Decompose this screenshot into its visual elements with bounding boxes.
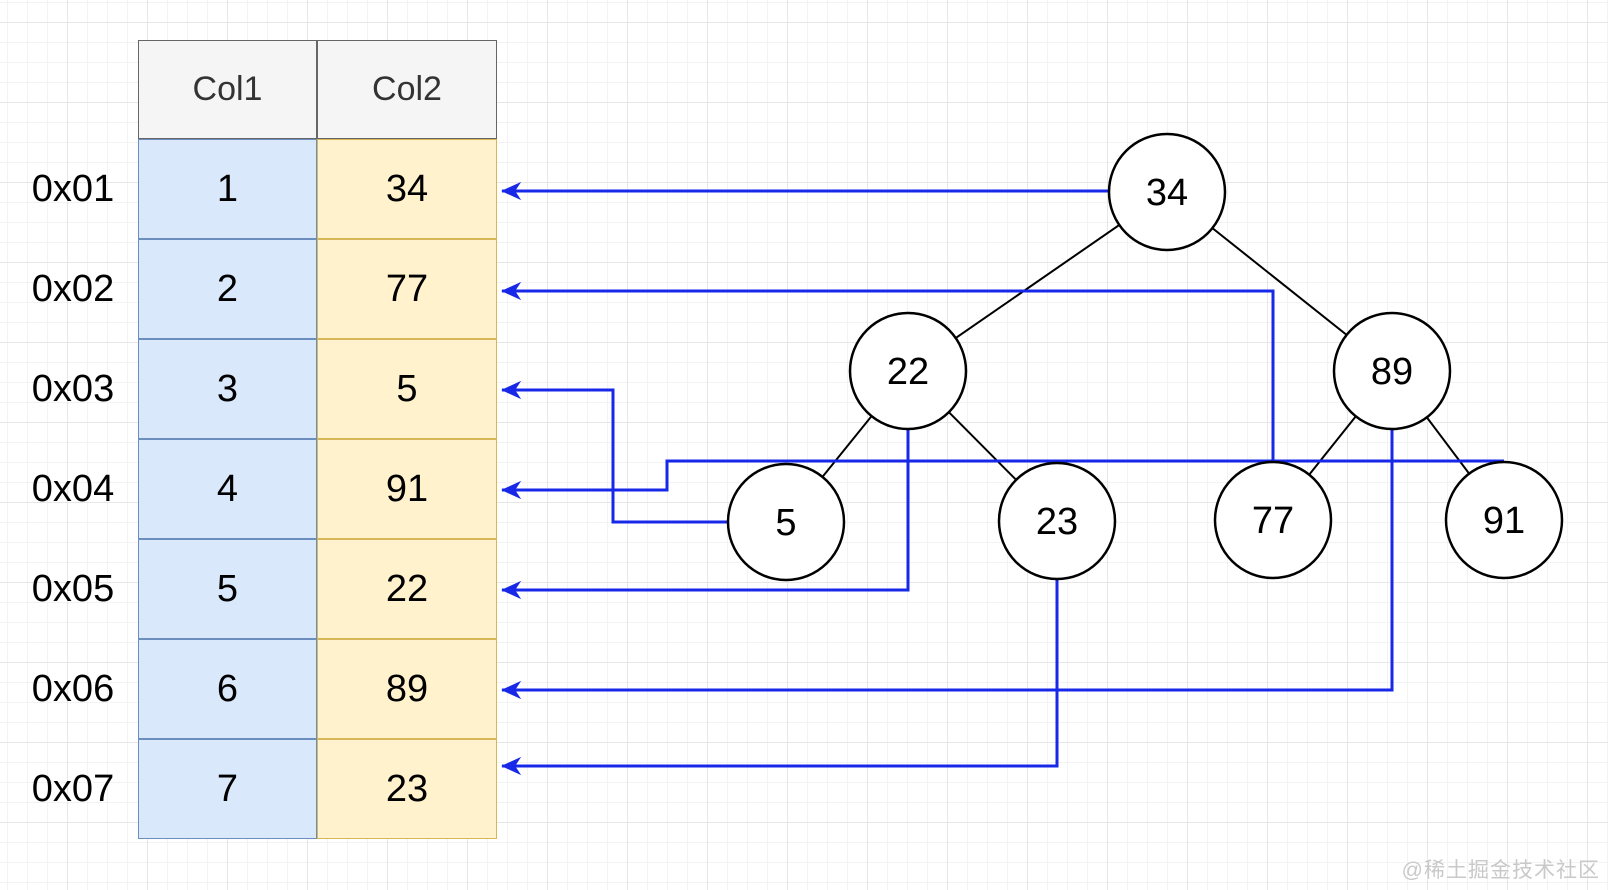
- arrow-77-to-0x02: [501, 281, 1275, 460]
- tree-node-5: [726, 462, 846, 582]
- column-header-col1: Col1: [138, 40, 317, 139]
- row-address-label: 0x01: [31, 168, 115, 210]
- table-cell-index: 4: [138, 439, 317, 539]
- table-cell-value: 22: [317, 539, 497, 639]
- tree-node-label: 23: [1036, 501, 1078, 543]
- tree-node-label: 77: [1252, 500, 1294, 542]
- tree-node-label: 5: [775, 502, 796, 544]
- tree-node-label: 91: [1483, 500, 1525, 542]
- table-cell-value: 34: [317, 139, 497, 239]
- row-address-label: 0x03: [31, 368, 115, 410]
- tree-node-77: [1213, 460, 1333, 580]
- table-cell-value: 89: [317, 639, 497, 739]
- tree-node-22: [848, 311, 968, 431]
- arrow-22-to-0x05: [501, 429, 910, 600]
- row-address-label: 0x04: [31, 468, 115, 510]
- table-cell-index: 2: [138, 239, 317, 339]
- tree-node-34: [1107, 132, 1227, 252]
- node-to-row-arrows: [501, 181, 1504, 776]
- tree-node-89: [1332, 311, 1452, 431]
- tree-node-23: [997, 461, 1117, 581]
- table-cell-value: 91: [317, 439, 497, 539]
- row-address-label: 0x06: [31, 668, 115, 710]
- table-cell-index: 3: [138, 339, 317, 439]
- table-cell-index: 5: [138, 539, 317, 639]
- arrow-89-to-0x06: [501, 429, 1394, 700]
- tree-node-91: [1444, 460, 1564, 580]
- tree-node-label: 89: [1371, 351, 1413, 393]
- table-cell-value: 5: [317, 339, 497, 439]
- table-cell-index: 6: [138, 639, 317, 739]
- array-table: Col1 Col2 1 34 2 77 3 5 4 91 5 22 6 89 7…: [138, 40, 497, 839]
- tree-node-label: 22: [887, 351, 929, 393]
- row-address-label: 0x07: [31, 768, 115, 810]
- tree-node-label: 34: [1146, 172, 1188, 214]
- tree-nodes: 34 22 89 5 23 77 91: [726, 132, 1564, 582]
- table-cell-index: 1: [138, 139, 317, 239]
- column-header-col2: Col2: [317, 40, 497, 139]
- arrow-23-to-0x07: [501, 579, 1059, 776]
- table-cell-value: 77: [317, 239, 497, 339]
- row-address-label: 0x05: [31, 568, 115, 610]
- table-cell-value: 23: [317, 739, 497, 839]
- table-cell-index: 7: [138, 739, 317, 839]
- arrow-91-to-0x04: [501, 459, 1504, 500]
- arrow-5-to-0x03: [501, 380, 728, 524]
- watermark-text: @稀土掘金技术社区: [1401, 859, 1600, 882]
- row-address-label: 0x02: [31, 268, 115, 310]
